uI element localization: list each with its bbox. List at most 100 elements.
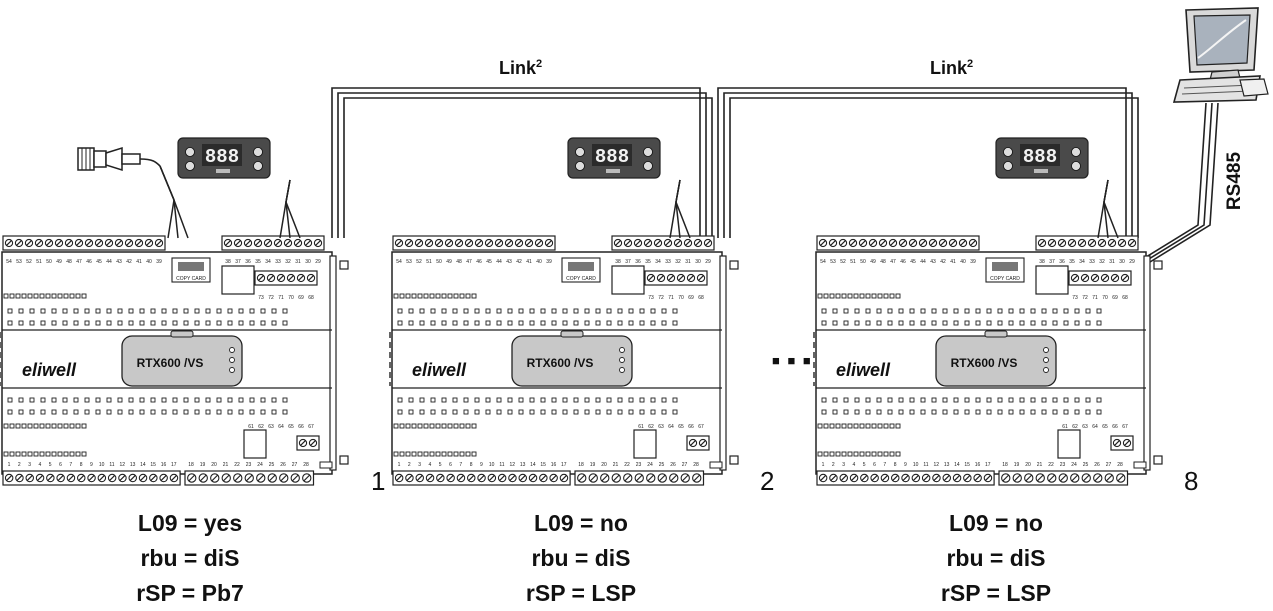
bottom-terminal-block (998, 470, 1129, 486)
svg-text:22: 22 (1048, 462, 1054, 468)
top-terminal-block (816, 235, 980, 251)
svg-text:5: 5 (49, 462, 52, 468)
svg-text:72: 72 (658, 295, 664, 301)
svg-text:18: 18 (188, 462, 194, 468)
svg-text:41: 41 (136, 259, 142, 265)
svg-text:12: 12 (120, 462, 126, 468)
config-rbu: rbu = diS (531, 545, 631, 571)
svg-text:11: 11 (923, 462, 928, 468)
svg-text:8: 8 (80, 462, 83, 468)
svg-text:40: 40 (146, 259, 152, 265)
svg-text:41: 41 (526, 259, 532, 265)
svg-text:13: 13 (130, 462, 136, 468)
svg-text:39: 39 (970, 259, 976, 265)
config-block-1: L09 = yes rbu = diS rSP = Pb7 (80, 506, 300, 611)
led-row (397, 409, 678, 415)
svg-text:12: 12 (510, 462, 516, 468)
svg-text:16: 16 (975, 462, 981, 468)
svg-text:18: 18 (1002, 462, 1008, 468)
svg-text:4: 4 (429, 462, 432, 468)
svg-text:37: 37 (1049, 259, 1055, 265)
svg-text:35: 35 (1069, 259, 1075, 265)
svg-text:23: 23 (1060, 462, 1066, 468)
led-row (393, 423, 477, 429)
svg-text:65: 65 (288, 424, 294, 430)
svg-text:72: 72 (1082, 295, 1088, 301)
led-row (3, 293, 87, 299)
bottom-terminal-block (392, 470, 571, 486)
svg-text:2: 2 (408, 462, 411, 468)
svg-text:69: 69 (1112, 295, 1118, 301)
led-row (821, 320, 1102, 326)
svg-text:6: 6 (59, 462, 62, 468)
svg-text:COPY CARD: COPY CARD (176, 276, 206, 282)
led-row (3, 451, 87, 457)
svg-text:3: 3 (28, 462, 31, 468)
svg-text:31: 31 (295, 259, 301, 265)
svg-text:37: 37 (625, 259, 631, 265)
svg-text:RTX600 /VS: RTX600 /VS (527, 356, 594, 370)
svg-text:21: 21 (1037, 462, 1043, 468)
svg-text:44: 44 (496, 259, 502, 265)
svg-text:49: 49 (870, 259, 876, 265)
svg-text:44: 44 (106, 259, 112, 265)
svg-text:14: 14 (530, 462, 536, 468)
svg-text:35: 35 (255, 259, 261, 265)
svg-text:66: 66 (1112, 424, 1118, 430)
link-label-1: Link2 (499, 58, 543, 78)
svg-text:23: 23 (636, 462, 642, 468)
link-label-2: Link2 (930, 58, 974, 78)
svg-text:47: 47 (466, 259, 472, 265)
svg-text:67: 67 (1122, 424, 1128, 430)
svg-text:68: 68 (308, 295, 314, 301)
led-row (397, 308, 678, 314)
svg-text:23: 23 (246, 462, 252, 468)
svg-text:9: 9 (90, 462, 93, 468)
svg-text:54: 54 (6, 259, 12, 265)
svg-text:39: 39 (156, 259, 162, 265)
svg-text:26: 26 (1094, 462, 1100, 468)
svg-text:8: 8 (470, 462, 473, 468)
svg-text:54: 54 (396, 259, 402, 265)
svg-text:30: 30 (1119, 259, 1125, 265)
svg-text:49: 49 (446, 259, 452, 265)
svg-text:46: 46 (900, 259, 906, 265)
svg-text:68: 68 (1122, 295, 1128, 301)
svg-text:1: 1 (8, 462, 11, 468)
mid-right-terminal-block (644, 270, 708, 286)
bottom-terminal-block (574, 470, 705, 486)
svg-text:27: 27 (1106, 462, 1112, 468)
led-row (817, 423, 901, 429)
svg-text:30: 30 (695, 259, 701, 265)
svg-text:7: 7 (459, 462, 462, 468)
svg-text:73: 73 (648, 295, 654, 301)
config-rsp: rSP = Pb7 (136, 580, 244, 606)
svg-text:4: 4 (853, 462, 856, 468)
svg-text:16: 16 (161, 462, 167, 468)
led-row (7, 397, 288, 403)
svg-text:6: 6 (873, 462, 876, 468)
svg-text:888: 888 (1023, 146, 1057, 168)
led-row (393, 451, 477, 457)
svg-text:26: 26 (670, 462, 676, 468)
svg-text:63: 63 (658, 424, 664, 430)
svg-text:15: 15 (150, 462, 156, 468)
svg-text:25: 25 (1083, 462, 1089, 468)
svg-text:48: 48 (456, 259, 462, 265)
svg-text:4: 4 (39, 462, 42, 468)
svg-text:12: 12 (934, 462, 940, 468)
config-rbu: rbu = diS (946, 545, 1046, 571)
svg-text:25: 25 (269, 462, 275, 468)
svg-text:70: 70 (1102, 295, 1108, 301)
svg-text:35: 35 (645, 259, 651, 265)
svg-text:51: 51 (426, 259, 432, 265)
top-terminal-block (392, 235, 556, 251)
svg-text:68: 68 (698, 295, 704, 301)
svg-text:11: 11 (109, 462, 114, 468)
